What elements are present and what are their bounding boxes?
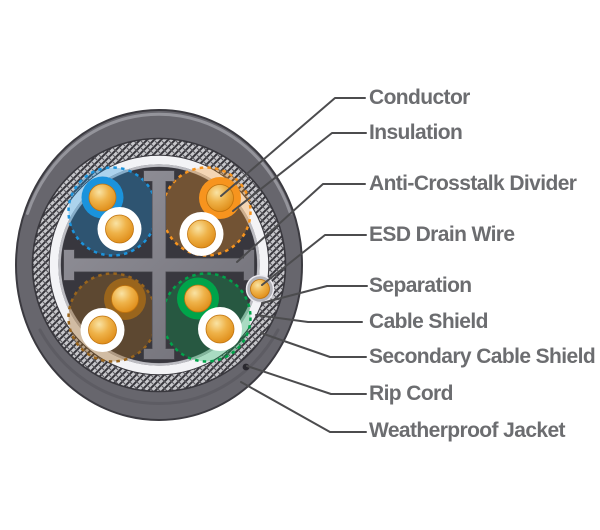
label-cable-shield: Cable Shield bbox=[369, 310, 488, 333]
conductor bbox=[184, 284, 212, 313]
conductor bbox=[187, 219, 216, 249]
leader-conductor bbox=[220, 97, 366, 197]
label-separation: Separation bbox=[369, 274, 472, 297]
leader-esd-drain-wire bbox=[261, 234, 367, 286]
label-weatherproof-jacket: Weatherproof Jacket bbox=[369, 419, 566, 442]
leader-insulation bbox=[232, 132, 367, 212]
pair-green-conductors bbox=[177, 277, 242, 351]
label-secondary-cable-shield: Secondary Cable Shield bbox=[369, 345, 596, 368]
jacket-highlight bbox=[26, 112, 292, 215]
label-insulation: Insulation bbox=[369, 121, 463, 144]
leader-separation bbox=[261, 285, 368, 304]
separation-layer bbox=[58, 164, 260, 366]
leader-cable-shield bbox=[255, 314, 363, 323]
conductor bbox=[105, 214, 134, 244]
leader-secondary-cable-shield bbox=[260, 332, 367, 358]
conductor bbox=[88, 183, 117, 212]
cable-shield-foil bbox=[49, 155, 269, 375]
label-conductor: Conductor bbox=[369, 86, 470, 109]
label-anti-crosstalk-divider: Anti-Crosstalk Divider bbox=[369, 172, 577, 195]
secondary-cable-shield-braid bbox=[31, 137, 287, 393]
leader-lines bbox=[220, 97, 368, 433]
label-rip-cord: Rip Cord bbox=[369, 382, 453, 405]
leader-anti-crosstalk-divider bbox=[236, 183, 366, 263]
label-esd-drain-wire: ESD Drain Wire bbox=[369, 223, 515, 246]
conductor bbox=[111, 285, 139, 313]
jacket-shade bbox=[38, 328, 280, 405]
pair-orange-conductors bbox=[179, 177, 241, 256]
conductor bbox=[205, 314, 235, 344]
conductor bbox=[88, 315, 117, 345]
leader-weatherproof-jacket bbox=[240, 381, 367, 433]
pair-blue-conductors bbox=[81, 176, 142, 251]
pair-brown-conductors bbox=[80, 278, 146, 352]
anti-crosstalk-divider bbox=[63, 170, 255, 360]
leader-rip-cord bbox=[246, 365, 367, 395]
